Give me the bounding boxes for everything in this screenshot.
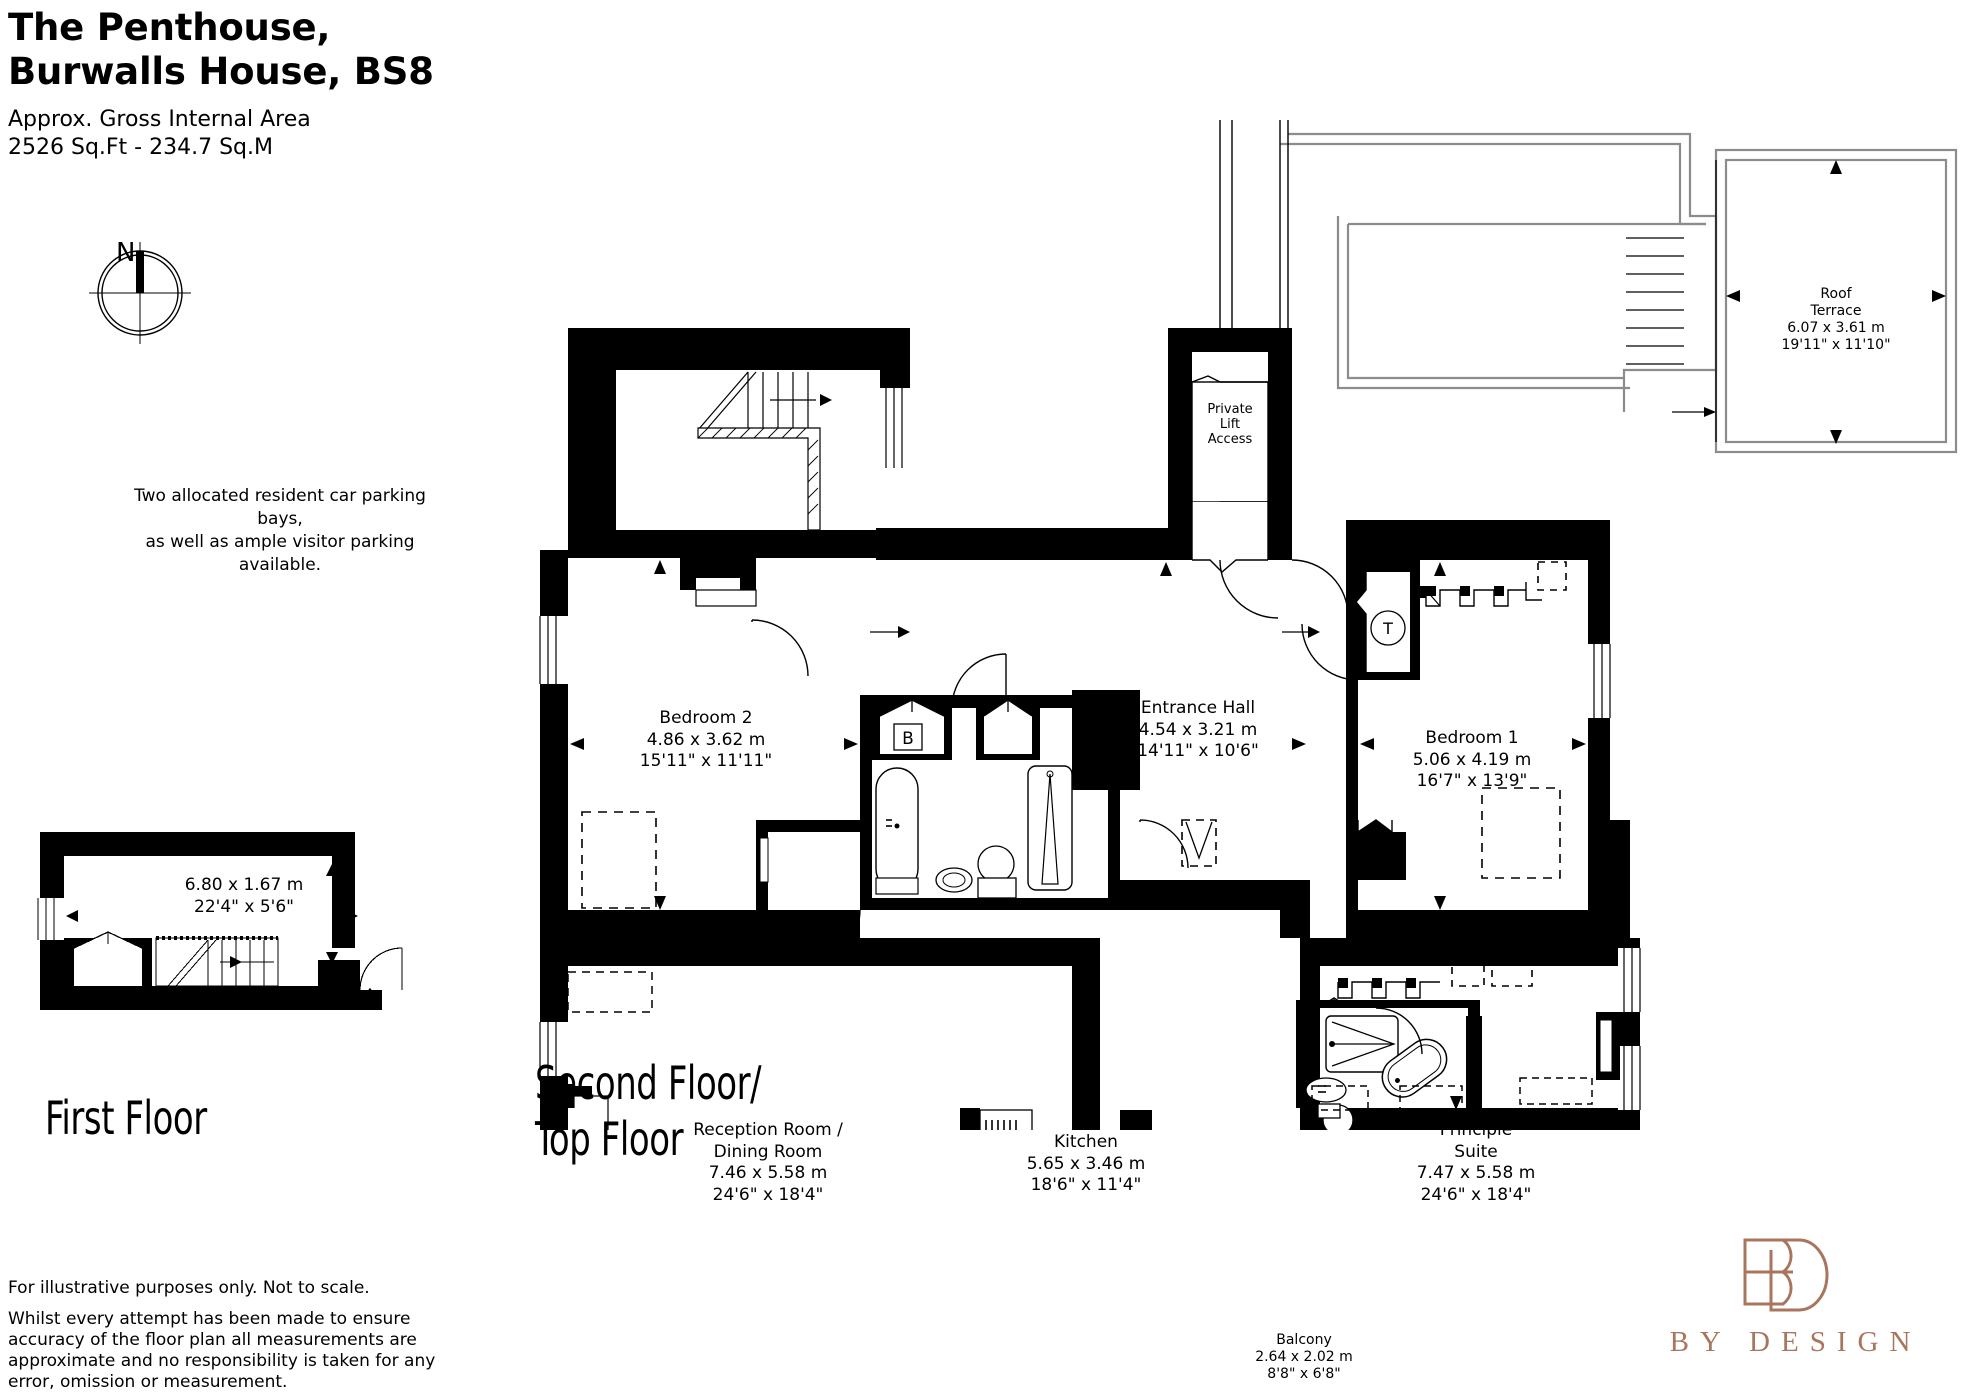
parking-note-line-1: Two allocated resident car parking bays, xyxy=(134,486,426,529)
second-floor-plan: B xyxy=(520,120,1969,1393)
room-name-line-1: Principle xyxy=(1439,1120,1513,1140)
room-dim-imperial: 24'6" x 18'4" xyxy=(712,1184,824,1205)
second-floor-caption-line-2: Top Floor xyxy=(535,1112,684,1166)
svg-text:B: B xyxy=(902,729,914,749)
parking-note-line-2: as well as ample visitor parking availab… xyxy=(145,532,415,575)
room-name: Entrance Hall xyxy=(1140,698,1256,718)
room-name: Bedroom 1 xyxy=(1425,728,1519,748)
room-dim-metric: 5.65 x 3.46 m xyxy=(1026,1153,1146,1174)
room-dim-imperial: 22'4" x 5'6" xyxy=(194,896,294,917)
title-block: The Penthouse, Burwalls House, BS8 Appro… xyxy=(8,6,628,162)
room-label-principle-suite: Principle Suite 7.47 x 5.58 m 24'6" x 18… xyxy=(1417,1120,1536,1206)
brand-logo-block: BY DESIGN xyxy=(1625,1228,1955,1359)
room-dim-imperial: 14'11" x 10'6" xyxy=(1137,741,1259,761)
room-name-line-2: Dining Room xyxy=(713,1141,823,1162)
room-dim-metric: 4.86 x 3.62 m xyxy=(646,729,766,750)
room-dim-metric: 5.06 x 4.19 m xyxy=(1412,749,1532,770)
room-dim-metric: 4.54 x 3.21 m xyxy=(1138,719,1258,740)
room-name-line-2: Suite xyxy=(1454,1141,1498,1162)
bd-monogram-icon xyxy=(1743,1238,1829,1312)
lift-label-line-2: Lift xyxy=(1219,417,1241,432)
room-dim-imperial: 18'6" x 11'4" xyxy=(1030,1175,1142,1195)
first-floor-caption: First Floor xyxy=(45,1091,207,1145)
room-name: Kitchen xyxy=(1054,1132,1118,1152)
room-dim-imperial: 8'8" x 6'8" xyxy=(1267,1366,1341,1382)
parking-note: Two allocated resident car parking bays,… xyxy=(110,485,450,577)
room-label-bedroom-2: Bedroom 2 4.86 x 3.62 m 15'11" x 11'11" xyxy=(640,708,772,773)
room-dim-imperial: 24'6" x 18'4" xyxy=(1420,1184,1532,1205)
room-dim-metric: 2.64 x 2.02 m xyxy=(1255,1349,1353,1365)
room-dim-imperial: 15'11" x 11'11" xyxy=(639,751,773,771)
lift-label-line-3: Access xyxy=(1207,432,1253,447)
disclaimer-body: Whilst every attempt has been made to en… xyxy=(8,1309,436,1392)
room-label-private-lift-access: Private Lift Access xyxy=(1207,402,1252,447)
room-label-balcony: Balcony 2.64 x 2.02 m 8'8" x 6'8" xyxy=(1255,1332,1353,1383)
room-name-line-1: Roof xyxy=(1820,286,1852,302)
room-label-first-floor-landing: 6.80 x 1.67 m 22'4" x 5'6" xyxy=(185,875,304,918)
room-dim-metric: 7.47 x 5.58 m xyxy=(1416,1163,1536,1183)
compass-north-icon xyxy=(89,242,191,344)
room-name: Balcony xyxy=(1276,1332,1332,1348)
room-label-kitchen: Kitchen 5.65 x 3.46 m 18'6" x 11'4" xyxy=(1027,1132,1146,1197)
room-dim-metric: 6.80 x 1.67 m xyxy=(184,875,304,895)
room-dim-metric: 7.46 x 5.58 m xyxy=(708,1163,828,1183)
second-floor-caption-line-1: Second Floor/ xyxy=(535,1056,762,1110)
disclaimer-block: For illustrative purposes only. Not to s… xyxy=(8,1277,478,1393)
room-label-reception-dining: Reception Room / Dining Room 7.46 x 5.58… xyxy=(693,1120,843,1206)
brand-wordmark: BY DESIGN xyxy=(1669,1326,1922,1358)
room-label-entrance-hall: Entrance Hall 4.54 x 3.21 m 14'11" x 10'… xyxy=(1137,698,1259,763)
room-name-line-2: Terrace xyxy=(1810,303,1862,319)
room-dim-imperial: 19'11" x 11'10" xyxy=(1781,337,1891,353)
second-floor-caption: Second Floor/ Top Floor xyxy=(535,1055,762,1167)
svg-text:T: T xyxy=(1382,619,1393,638)
page-title-line-1: The Penthouse, xyxy=(8,6,331,49)
room-dim-metric: 6.07 x 3.61 m xyxy=(1787,320,1885,336)
page-title-line-2: Burwalls House, BS8 xyxy=(8,50,434,93)
room-name-line-1: Reception Room / xyxy=(693,1120,843,1140)
gross-internal-area-label: Approx. Gross Internal Area xyxy=(8,107,311,132)
gross-internal-area-value: 2526 Sq.Ft - 234.7 Sq.M xyxy=(8,135,273,160)
lift-label-line-1: Private xyxy=(1207,402,1253,417)
disclaimer-line-1: For illustrative purposes only. Not to s… xyxy=(8,1278,370,1298)
room-label-bedroom-1: Bedroom 1 5.06 x 4.19 m 16'7" x 13'9" xyxy=(1413,728,1532,793)
room-label-roof-terrace: Roof Terrace 6.07 x 3.61 m 19'11" x 11'1… xyxy=(1781,286,1890,354)
room-name: Bedroom 2 xyxy=(659,708,753,728)
first-floor-plan: 6.80 x 1.67 m 22'4" x 5'6" xyxy=(30,820,460,1020)
room-dim-imperial: 16'7" x 13'9" xyxy=(1416,771,1528,791)
